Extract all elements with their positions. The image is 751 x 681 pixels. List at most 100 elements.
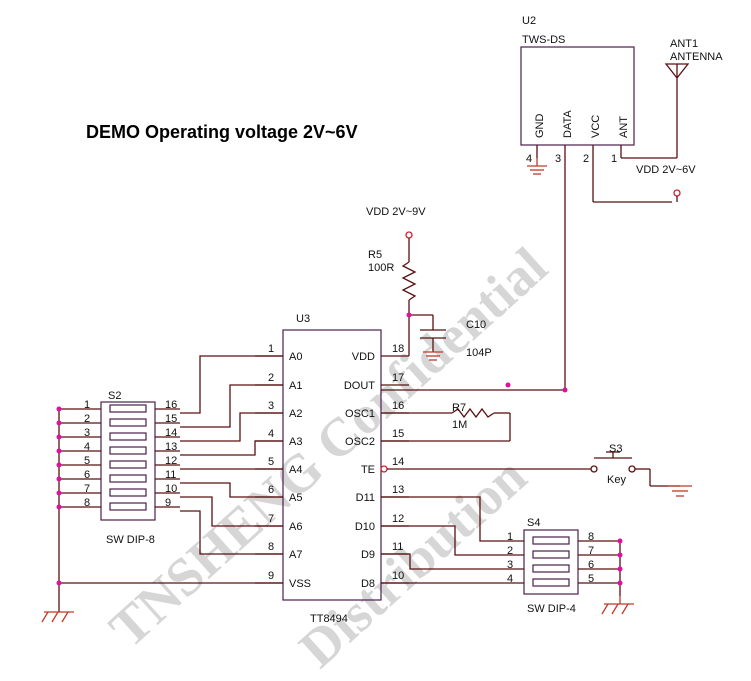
s2-right-num: 14: [165, 427, 177, 439]
s4-part: SW DIP-4: [527, 603, 576, 615]
s4-left-num: 2: [507, 545, 513, 557]
u3-right-pin-name: DOUT: [344, 380, 375, 392]
junction-dot: [56, 476, 62, 482]
u3-left-pin-name: A5: [289, 492, 302, 504]
s4-switch-slot[interactable]: [532, 550, 570, 559]
u3-left-pin-name: A7: [289, 549, 302, 561]
u3-right-pin-num: 15: [392, 428, 404, 440]
u2-pin-num-4: 4: [526, 153, 532, 165]
s2-right-num: 11: [165, 469, 176, 481]
u3-right-pin-name: D9: [361, 549, 375, 561]
s2-right-num: 16: [165, 399, 177, 411]
s2-left-num: 1: [84, 399, 90, 411]
u3-left-pin-num: 8: [268, 541, 274, 553]
s2-switch-slot[interactable]: [109, 404, 147, 413]
s2-switch-slot[interactable]: [109, 432, 147, 441]
u3-right-pin-name: TE: [361, 464, 375, 476]
junction-dot: [617, 566, 623, 572]
u3-left-pin-name: A2: [289, 408, 302, 420]
u3-left-pin-num: 2: [268, 372, 274, 384]
u2-pin-vcc: VCC: [590, 115, 602, 138]
u3-left-pin-num: 9: [268, 570, 274, 582]
u2-pin-num-3: 3: [555, 153, 561, 165]
u3-left-pin-num: 7: [268, 513, 274, 525]
u2-pin-data: DATA: [562, 110, 574, 138]
junction-dot: [56, 406, 62, 412]
u3-right-pin-name: OSC1: [345, 408, 375, 420]
r5-ref: R5: [368, 249, 382, 261]
u3-left-pin-num: 4: [268, 428, 274, 440]
s4-switch-slot[interactable]: [532, 578, 570, 587]
s2-switch-slot[interactable]: [109, 502, 147, 511]
u3-ref: U3: [296, 313, 310, 325]
junction-dot: [56, 490, 62, 496]
u3-body: [282, 329, 382, 601]
u3-right-pin-num: 14: [392, 456, 404, 468]
c10-value: 104P: [466, 347, 492, 359]
junction-dot: [56, 434, 62, 440]
vdd-enc-terminal: [405, 231, 413, 239]
u3-left-pin-name: A3: [289, 436, 302, 448]
u3-right-pin-num: 10: [392, 570, 404, 582]
vdd-enc-label: VDD 2V~9V: [366, 206, 426, 218]
s2-switch-slot[interactable]: [109, 460, 147, 469]
u2-pin-gnd: GND: [534, 114, 546, 139]
junction-dot: [617, 538, 623, 544]
antenna: ANT1 ANTENNA: [664, 38, 723, 158]
u3-right-pin-name: VDD: [352, 351, 375, 363]
s2-left-num: 6: [84, 469, 90, 481]
u3-right-pin-num: 17: [392, 372, 404, 384]
r7-value: 1M: [452, 419, 467, 431]
s2-switch-slot[interactable]: [109, 474, 147, 483]
r5-value: 100R: [368, 262, 394, 274]
antenna-ref: ANT1: [670, 38, 698, 50]
u3-right-pin-num: 18: [392, 343, 404, 355]
s2-left-num: 4: [84, 441, 90, 453]
junction-dot: [56, 448, 62, 454]
junction-dot: [56, 580, 62, 586]
u3-right-pin-num: 16: [392, 400, 404, 412]
ground-icon: [527, 158, 547, 175]
s2-right-num: 13: [165, 441, 177, 453]
junction-dot: [617, 580, 623, 586]
u3-right-pin-name: OSC2: [345, 436, 375, 448]
antenna-icon: [664, 63, 690, 158]
s3-key-switch[interactable]: [590, 451, 636, 473]
u3-right-pin-num: 11: [392, 541, 403, 553]
junction-dot: [406, 312, 412, 318]
s2-ref: S2: [108, 390, 121, 402]
s4-right-num: 6: [588, 559, 594, 571]
u3-left-pin-name: A6: [289, 521, 302, 533]
s2-left-num: 7: [84, 483, 90, 495]
s4-left-num: 1: [507, 531, 513, 543]
r5-resistor-icon: [401, 261, 417, 301]
vdd-rf-terminal: [673, 189, 681, 197]
u3-left-pin-name: A0: [289, 351, 302, 363]
s2-switch-slot[interactable]: [109, 446, 147, 455]
s2-right-num: 12: [165, 455, 177, 467]
u3-left-pin-num: 6: [268, 484, 274, 496]
s4-right-num: 5: [588, 573, 594, 585]
s3-ref: S3: [609, 443, 622, 455]
s4-switch-slot[interactable]: [532, 564, 570, 573]
s2-part: SW DIP-8: [106, 534, 155, 546]
u3-right-pin-num: 13: [392, 484, 404, 496]
s4-right-num: 8: [588, 531, 594, 543]
u3-left-pin-num: 5: [268, 456, 274, 468]
s2-switch-slot[interactable]: [109, 488, 147, 497]
junction-dot: [562, 387, 568, 393]
r7-ref: R7: [452, 402, 466, 414]
u3-left-pin-num: 1: [268, 343, 274, 355]
s2-left-num: 8: [84, 497, 90, 509]
junction-dot: [56, 420, 62, 426]
s2-switch-slot[interactable]: [109, 418, 147, 427]
s4-left-num: 4: [507, 573, 513, 585]
s2-left-num: 3: [84, 427, 90, 439]
u3-left-pin-name: VSS: [289, 578, 311, 590]
diagram-title: DEMO Operating voltage 2V~6V: [86, 122, 358, 142]
s4-switch-slot[interactable]: [532, 536, 570, 545]
u2-pin-ant: ANT: [618, 116, 630, 138]
